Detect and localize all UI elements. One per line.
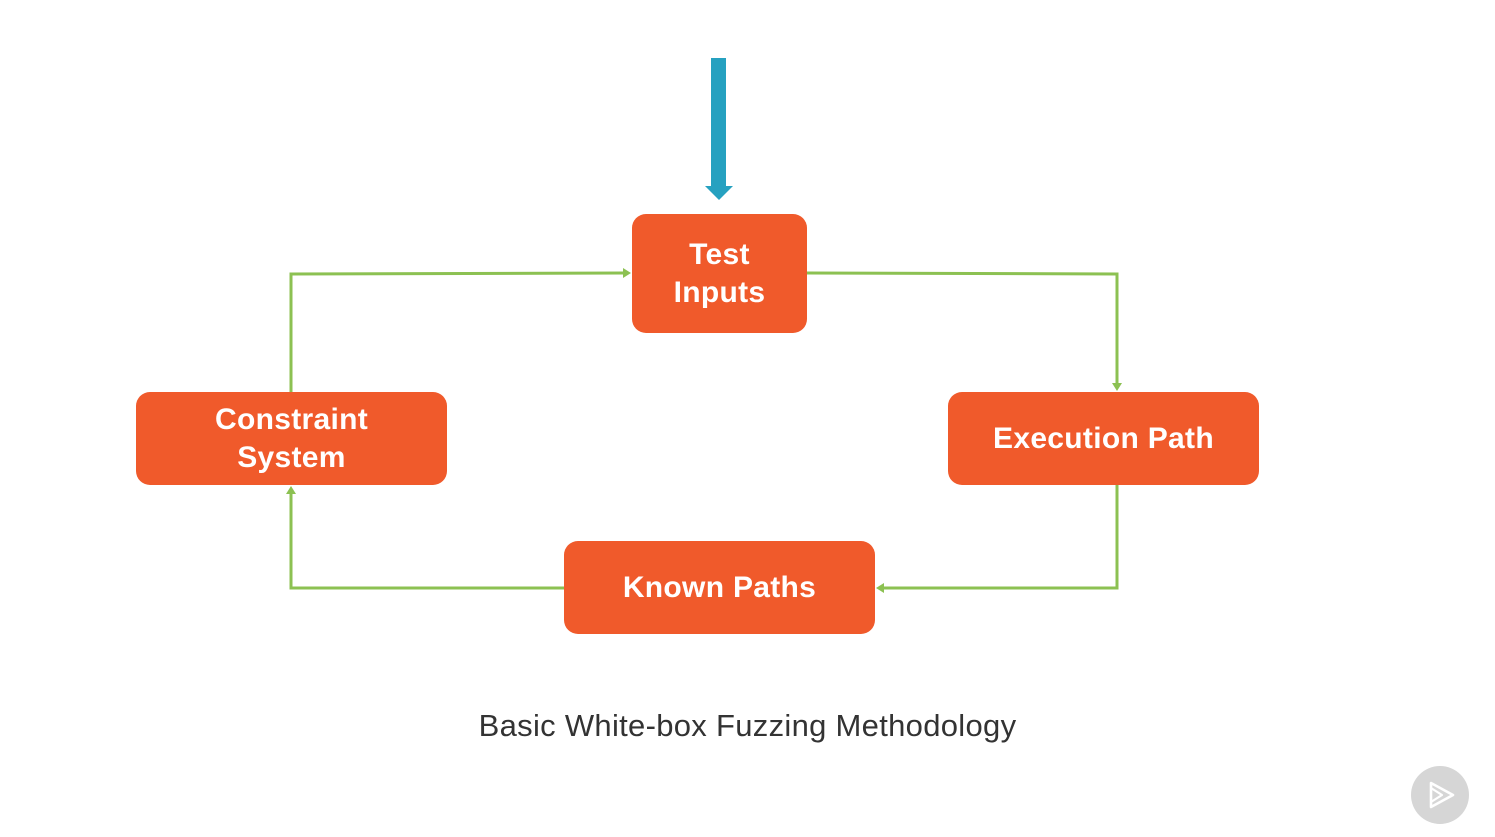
node-execution-path: Execution Path	[948, 392, 1259, 485]
node-constraint-system: Constraint System	[136, 392, 447, 485]
play-icon	[1429, 781, 1455, 809]
input-arrow-shaft	[711, 58, 726, 188]
diagram-caption: Basic White-box Fuzzing Methodology	[478, 708, 1017, 743]
input-arrow-head	[705, 186, 733, 200]
connector-execution-to-known	[876, 485, 1119, 593]
connector-constraint-to-test	[289, 268, 631, 392]
play-button[interactable]	[1411, 766, 1469, 824]
node-test-inputs: Test Inputs	[632, 214, 807, 333]
node-known-paths: Known Paths	[564, 541, 875, 634]
connector-known-to-constraint	[286, 486, 564, 590]
input-arrow	[705, 58, 733, 200]
connector-test-to-execution	[806, 271, 1122, 391]
